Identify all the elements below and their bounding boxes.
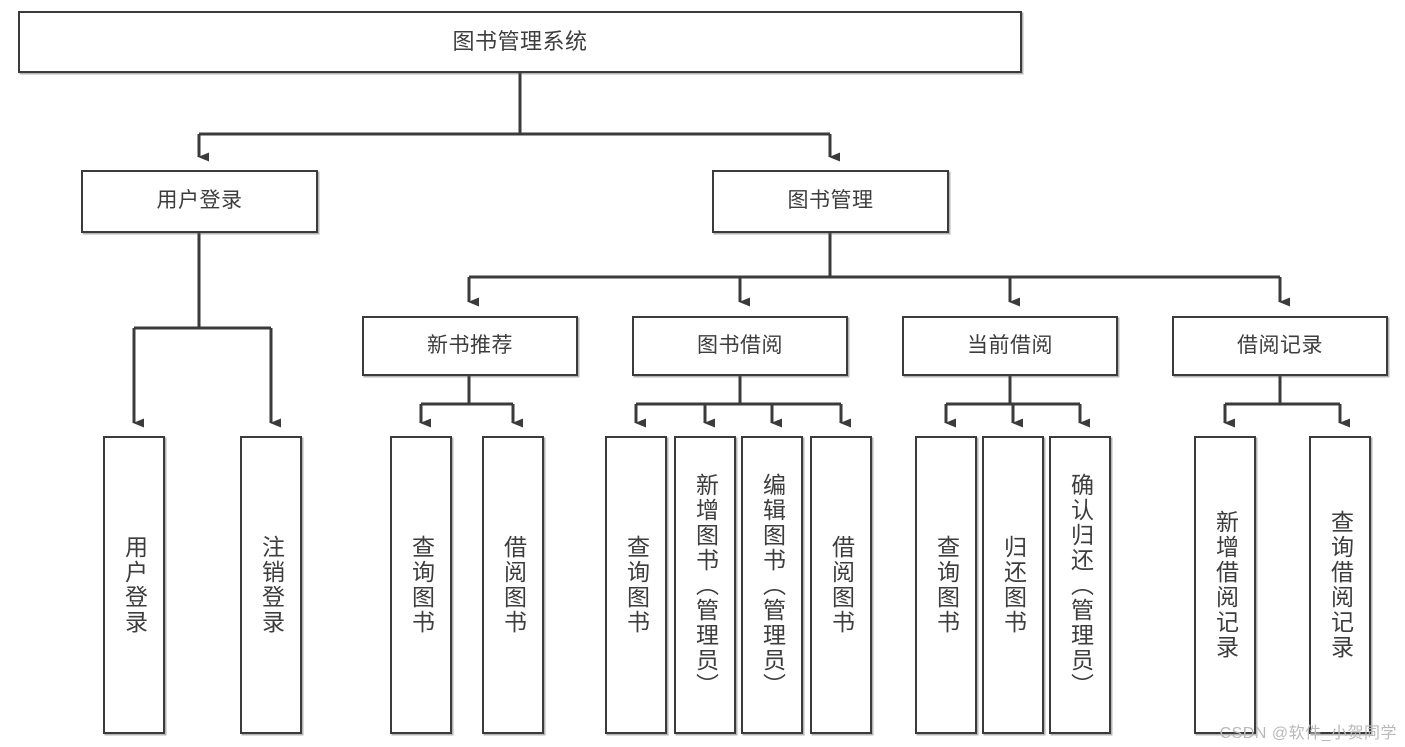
node-label: 借阅图书 <box>828 535 855 635</box>
node-label: 查询借阅记录 <box>1327 510 1354 660</box>
node-current-borrow[interactable]: 当前借阅 <box>902 316 1118 376</box>
leaf-return-book[interactable]: 归还图书 <box>982 436 1044 734</box>
leaf-logout[interactable]: 注销登录 <box>240 436 302 734</box>
node-label: 用户登录 <box>121 535 148 635</box>
node-label: 注销登录 <box>258 535 285 635</box>
node-label: 查询图书 <box>933 535 960 635</box>
node-label: 借阅图书 <box>500 535 527 635</box>
node-label: 查询图书 <box>408 535 435 635</box>
node-label: 新书推荐 <box>427 333 513 357</box>
node-borrow-record[interactable]: 借阅记录 <box>1172 316 1388 376</box>
node-label: 用户登录 <box>156 189 243 213</box>
leaf-user-login[interactable]: 用户登录 <box>103 436 165 734</box>
leaf-query-book-borrow[interactable]: 查询图书 <box>605 436 667 734</box>
node-book-management[interactable]: 图书管理 <box>712 170 949 233</box>
leaf-query-book-current[interactable]: 查询图书 <box>915 436 977 734</box>
node-book-borrow[interactable]: 图书借阅 <box>632 316 848 376</box>
leaf-query-borrow-record[interactable]: 查询借阅记录 <box>1309 436 1371 734</box>
node-book-management-system[interactable]: 图书管理系统 <box>18 11 1022 73</box>
leaf-add-borrow-record[interactable]: 新增借阅记录 <box>1194 436 1256 734</box>
node-label: 新增图书（管理员） <box>692 472 719 698</box>
node-label: 新增借阅记录 <box>1212 510 1239 660</box>
node-label: 图书管理 <box>787 189 874 213</box>
leaf-query-book-recommend[interactable]: 查询图书 <box>390 436 452 734</box>
node-label: 归还图书 <box>1000 535 1027 635</box>
node-label: 编辑图书（管理员） <box>759 472 786 698</box>
node-label: 图书管理系统 <box>452 29 588 55</box>
leaf-edit-book-admin[interactable]: 编辑图书（管理员） <box>741 436 803 734</box>
node-label: 确认归还（管理员） <box>1067 472 1094 698</box>
leaf-add-book-admin[interactable]: 新增图书（管理员） <box>674 436 736 734</box>
node-new-book-recommend[interactable]: 新书推荐 <box>362 316 578 376</box>
leaf-borrow-book-recommend[interactable]: 借阅图书 <box>482 436 544 734</box>
node-user-login[interactable]: 用户登录 <box>81 170 318 233</box>
node-label: 借阅记录 <box>1237 333 1323 357</box>
node-label: 当前借阅 <box>967 333 1053 357</box>
leaf-borrow-book[interactable]: 借阅图书 <box>810 436 872 734</box>
node-label: 图书借阅 <box>697 333 783 357</box>
node-label: 查询图书 <box>623 535 650 635</box>
leaf-confirm-return-admin[interactable]: 确认归还（管理员） <box>1049 436 1111 734</box>
